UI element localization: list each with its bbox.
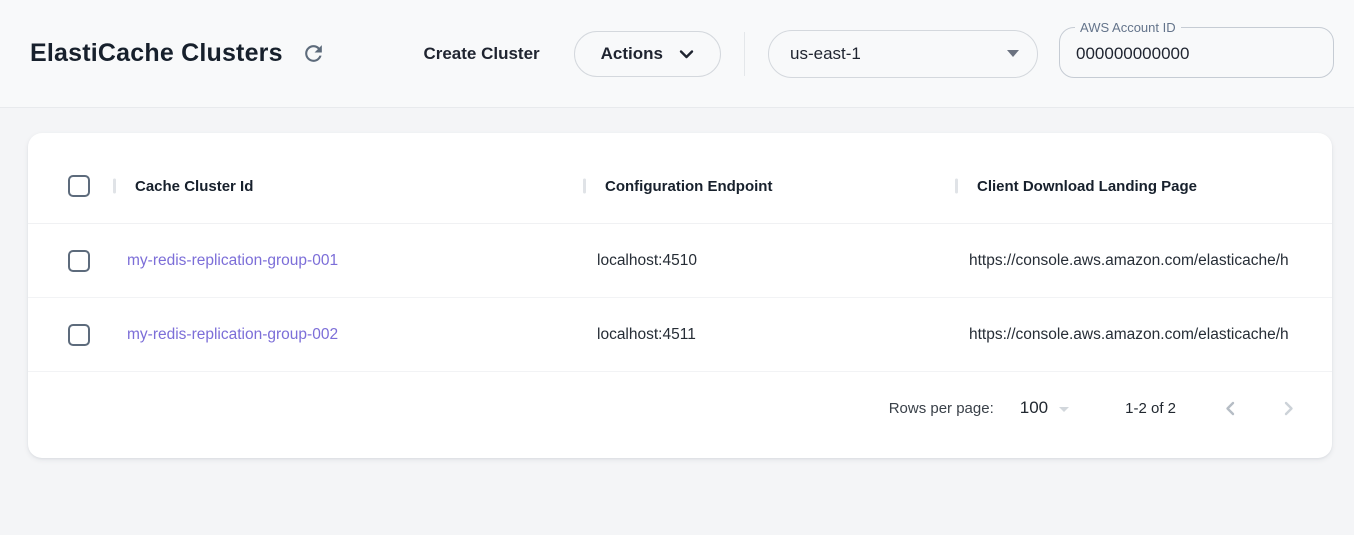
app-header: ElastiCache Clusters Create Cluster Acti…	[0, 0, 1354, 108]
configuration-endpoint-cell: localhost:4510	[597, 251, 697, 269]
header-controls: Create Cluster Actions us-east-1 AWS Acc…	[423, 20, 1334, 78]
configuration-endpoint-cell: localhost:4511	[597, 325, 696, 343]
column-header-cache-cluster-id[interactable]: Cache Cluster Id	[113, 149, 583, 223]
cluster-link[interactable]: my-redis-replication-group-002	[127, 325, 339, 343]
table-header-row: Cache Cluster Id Configuration Endpoint …	[28, 149, 1332, 224]
next-page-button[interactable]	[1268, 388, 1308, 428]
previous-page-button[interactable]	[1210, 388, 1250, 428]
row-checkbox-cell	[28, 298, 113, 371]
aws-account-id-input[interactable]	[1059, 29, 1334, 78]
region-select-value: us-east-1	[790, 43, 861, 63]
row-checkbox[interactable]	[68, 323, 90, 346]
row-checkbox-cell	[28, 224, 113, 297]
chevron-down-icon	[679, 49, 694, 58]
create-cluster-button[interactable]: Create Cluster	[423, 43, 540, 63]
client-download-landing-page-cell: https://console.aws.amazon.com/elasticac…	[969, 325, 1289, 343]
chevron-right-icon	[1284, 401, 1293, 415]
pagination-range-label: 1-2 of 2	[1125, 399, 1176, 417]
pagination: Rows per page: 100 1-2 of 2	[28, 372, 1332, 458]
refresh-button[interactable]	[299, 39, 329, 69]
actions-button[interactable]: Actions	[573, 30, 721, 77]
rows-per-page-select[interactable]: 100	[1019, 398, 1070, 418]
cache-cluster-id-cell: my-redis-replication-group-001	[113, 252, 583, 270]
rows-per-page-value: 100	[1019, 398, 1049, 417]
column-header-client-download-landing-page[interactable]: Client Download Landing Page	[955, 149, 1332, 223]
row-checkbox[interactable]	[68, 249, 90, 272]
header-checkbox-cell	[28, 149, 113, 223]
aws-account-id-field: AWS Account ID	[1059, 20, 1334, 78]
table-row: my-redis-replication-group-002 localhost…	[28, 298, 1332, 372]
select-all-checkbox[interactable]	[68, 175, 90, 197]
arrow-drop-down-icon	[1059, 407, 1070, 412]
region-select[interactable]: us-east-1	[768, 29, 1038, 78]
chevron-left-icon	[1225, 401, 1234, 415]
refresh-icon	[305, 45, 323, 62]
rows-per-page-label: Rows per page:	[888, 399, 994, 417]
cluster-link[interactable]: my-redis-replication-group-001	[127, 251, 339, 269]
actions-button-label: Actions	[600, 43, 663, 63]
header-divider	[744, 31, 745, 76]
cache-cluster-id-cell: my-redis-replication-group-002	[113, 326, 583, 344]
page-title: ElastiCache Clusters	[30, 39, 283, 67]
clusters-table-card: Cache Cluster Id Configuration Endpoint …	[28, 133, 1332, 458]
arrow-drop-down-icon	[1007, 50, 1019, 57]
table-row: my-redis-replication-group-001 localhost…	[28, 224, 1332, 298]
client-download-landing-page-cell: https://console.aws.amazon.com/elasticac…	[969, 251, 1289, 269]
column-header-configuration-endpoint[interactable]: Configuration Endpoint	[583, 149, 955, 223]
